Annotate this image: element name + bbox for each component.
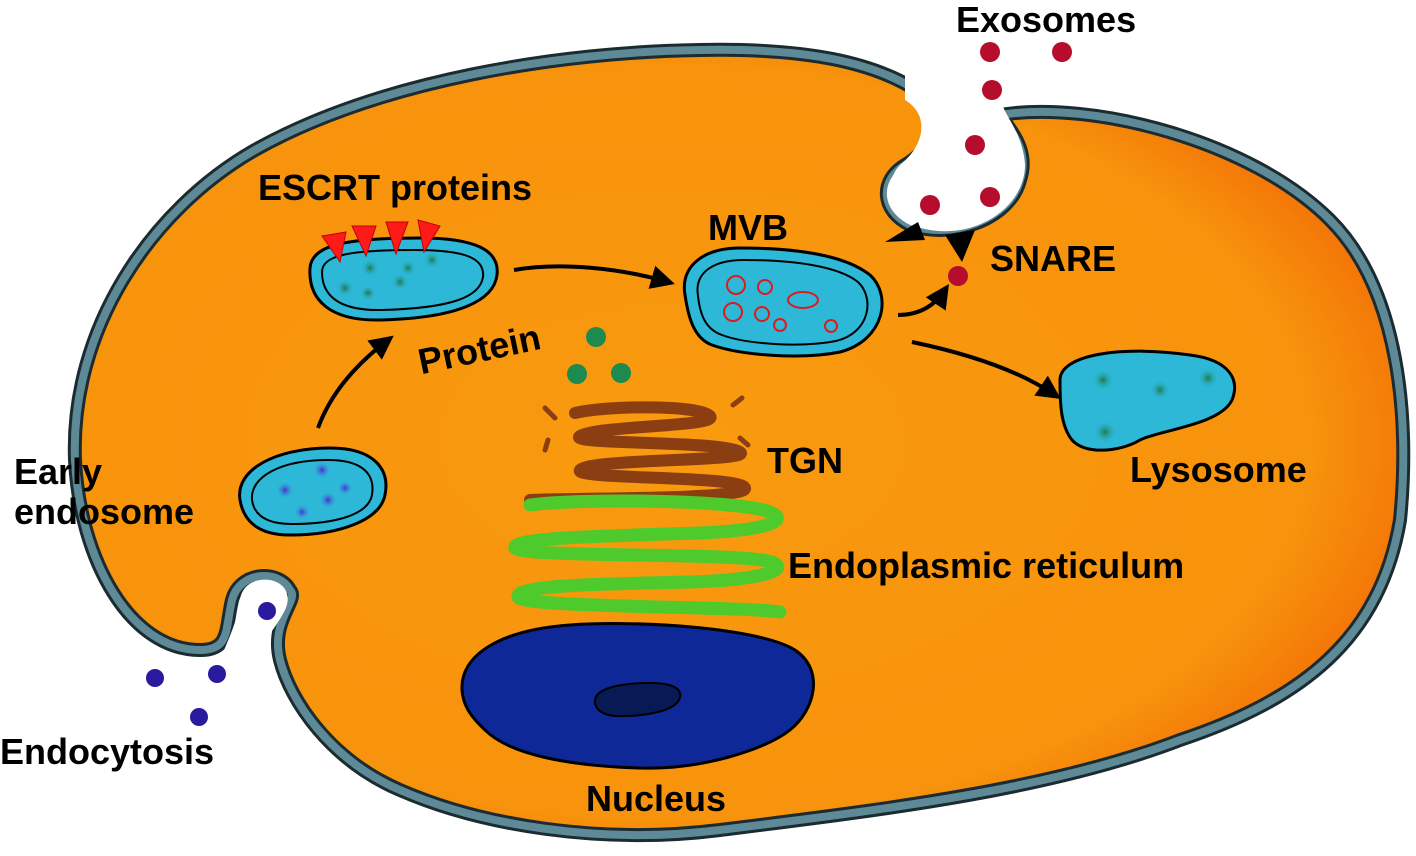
cargo-dot bbox=[336, 279, 354, 297]
exosome-dot bbox=[920, 195, 940, 215]
arrows bbox=[316, 264, 1061, 429]
lysosome bbox=[1058, 349, 1237, 452]
snare-triangle-right bbox=[945, 230, 975, 262]
label-early-endosome-line2: endosome bbox=[14, 491, 195, 532]
intraluminal-vesicle bbox=[754, 306, 770, 322]
endoplasmic-reticulum bbox=[508, 494, 787, 619]
label-snare: SNARE bbox=[990, 238, 1117, 279]
escrt-triangle bbox=[417, 219, 441, 254]
protein-dot bbox=[586, 327, 606, 347]
snare-markers bbox=[885, 222, 975, 262]
endocytosis-dot bbox=[258, 602, 276, 620]
label-mvb: MVB bbox=[708, 207, 788, 248]
exosome-dot bbox=[980, 187, 1000, 207]
intraluminal-vesicle bbox=[726, 275, 746, 295]
intraluminal-vesicle bbox=[757, 279, 773, 295]
exosome-dot bbox=[982, 80, 1002, 100]
arrow-mvb-to-lysosome bbox=[911, 340, 1061, 400]
label-exosomes: Exosomes bbox=[956, 0, 1137, 40]
escrt-protein-markers bbox=[321, 219, 441, 264]
snare-triangle-left bbox=[885, 222, 925, 242]
exosome-dot bbox=[1052, 42, 1072, 62]
cargo-dot bbox=[337, 480, 353, 496]
cargo-dot bbox=[1150, 380, 1170, 400]
snare-vesicle-dot bbox=[948, 266, 968, 286]
endocytosis-dot bbox=[190, 708, 208, 726]
tgn bbox=[524, 395, 752, 506]
cargo-dot bbox=[1197, 367, 1219, 389]
intraluminal-vesicle bbox=[723, 302, 743, 322]
label-endocytosis: Endocytosis bbox=[0, 731, 215, 772]
label-endoplasmic-reticulum: Endoplasmic reticulum bbox=[788, 545, 1185, 586]
arrow-escrt-to-mvb bbox=[513, 264, 675, 289]
arrow-endosome-to-escrt bbox=[316, 335, 394, 429]
cargo-dot bbox=[1093, 420, 1117, 444]
cargo-dot bbox=[361, 259, 379, 277]
escrt-triangle bbox=[351, 225, 377, 258]
escrt-triangle bbox=[385, 221, 409, 256]
cargo-dot bbox=[319, 491, 337, 509]
escrt-triangle bbox=[321, 231, 347, 264]
label-early-endosome-line1: Early bbox=[14, 451, 103, 492]
endocytosis-pocket bbox=[220, 579, 288, 660]
endocytosis-dot bbox=[208, 665, 226, 683]
cargo-dot bbox=[423, 251, 441, 269]
label-lysosome: Lysosome bbox=[1130, 449, 1307, 490]
cargo-dot bbox=[276, 481, 294, 499]
cargo-dot bbox=[313, 461, 331, 479]
label-escrt-proteins: ESCRT proteins bbox=[258, 167, 533, 208]
exosome-dot bbox=[980, 42, 1000, 62]
nucleus bbox=[460, 622, 815, 770]
intraluminal-vesicle bbox=[824, 319, 838, 333]
cargo-dot bbox=[1092, 369, 1114, 391]
label-early-endosome: Early endosome bbox=[14, 452, 194, 532]
protein-dots bbox=[567, 327, 631, 384]
intraluminal-vesicles bbox=[723, 275, 838, 333]
endocytosis-dots bbox=[146, 602, 276, 726]
cargo-dot bbox=[294, 504, 310, 520]
mvb bbox=[682, 246, 884, 358]
early-endosome bbox=[238, 446, 388, 537]
exosome-dots bbox=[920, 42, 1072, 286]
cargo-dot bbox=[360, 285, 376, 301]
nucleolus bbox=[593, 681, 682, 718]
protein-dot bbox=[567, 364, 587, 384]
endocytosis-dot bbox=[146, 669, 164, 687]
cargo-dot bbox=[400, 260, 416, 276]
protein-dot bbox=[611, 363, 631, 383]
label-nucleus: Nucleus bbox=[586, 778, 727, 819]
arrow-mvb-to-snare bbox=[897, 284, 949, 317]
cargo-dot bbox=[391, 273, 409, 291]
intraluminal-vesicle bbox=[773, 318, 787, 332]
intraluminal-vesicle bbox=[787, 291, 819, 309]
label-tgn: TGN bbox=[767, 440, 843, 481]
exosome-dot bbox=[965, 135, 985, 155]
